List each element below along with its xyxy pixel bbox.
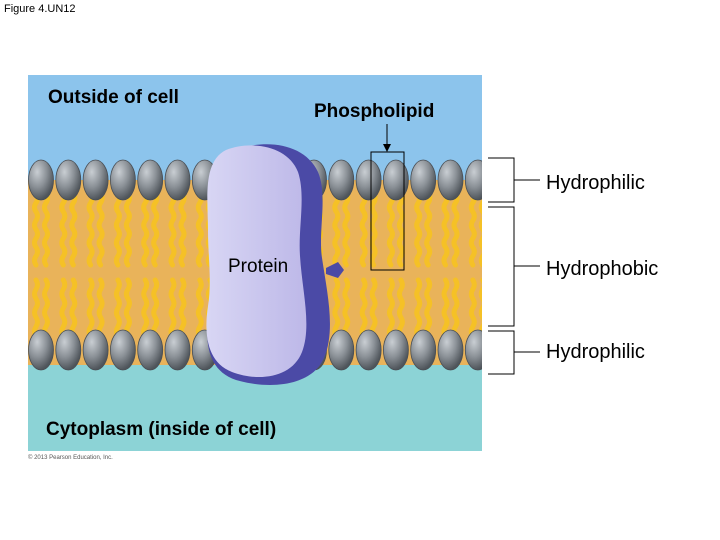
bracket-hydrophilic-top (488, 157, 540, 203)
tail-upper (96, 191, 105, 268)
tail-upper (168, 191, 177, 268)
tail-lower (342, 277, 351, 339)
phospholipid-arrow (383, 124, 391, 152)
tail-upper (359, 191, 368, 268)
hydrophilic-top-label: Hydrophilic (546, 172, 645, 194)
tail-lower (396, 277, 405, 339)
head-inner (355, 329, 382, 371)
copyright-notice: © 2013 Pearson Education, Inc. (28, 455, 113, 461)
phospholipid-label: Phospholipid (314, 101, 435, 122)
hydrophilic-bottom-label: Hydrophilic (546, 341, 645, 363)
tail-lower (86, 277, 95, 339)
head-inner (164, 329, 191, 371)
head-inner (137, 329, 164, 371)
tail-upper (59, 191, 68, 268)
head-outer (355, 159, 382, 201)
head-outer (28, 159, 54, 201)
head-inner (110, 329, 136, 371)
tail-upper (113, 191, 122, 268)
cytoplasm-label: Cytoplasm (inside of cell) (46, 419, 277, 440)
tail-upper (468, 191, 477, 268)
tail-upper (332, 191, 341, 268)
tail-lower (113, 277, 122, 339)
head-outer (110, 159, 136, 201)
tail-upper (424, 191, 433, 268)
tail-upper (69, 191, 78, 268)
figure-label: Figure 4.UN12 (4, 3, 76, 15)
head-outer (82, 159, 109, 201)
protein-body (206, 145, 307, 378)
tail-lower (441, 277, 450, 339)
head-inner (410, 329, 437, 371)
head-inner (55, 329, 82, 371)
tail-upper (386, 191, 395, 268)
tail-upper (86, 191, 95, 268)
head-outer (137, 159, 164, 201)
head-inner (328, 329, 355, 371)
tail-upper (396, 191, 405, 268)
tail-lower (178, 277, 187, 339)
head-outer (55, 159, 82, 201)
tail-lower (386, 277, 395, 339)
tail-upper (141, 191, 150, 268)
head-inner (437, 329, 464, 371)
protein-notch (326, 262, 344, 278)
tail-lower (332, 277, 341, 339)
tail-upper (369, 191, 378, 268)
tail-upper (478, 191, 482, 268)
tail-lower (151, 277, 160, 339)
phospholipid-highlight-box (370, 151, 405, 271)
tail-upper (42, 191, 50, 268)
bracket-hydrophilic-bottom (488, 330, 540, 375)
tail-lower (424, 277, 433, 339)
head-outer (328, 159, 355, 201)
head-outer (437, 159, 464, 201)
head-outer (164, 159, 191, 201)
membrane-panel (28, 75, 482, 451)
tail-lower (451, 277, 460, 339)
tail-lower (478, 277, 482, 339)
tail-upper (151, 191, 160, 268)
tail-lower (59, 277, 68, 339)
tail-lower (468, 277, 477, 339)
tail-lower (96, 277, 105, 339)
tail-upper (32, 191, 40, 268)
tail-upper (342, 191, 351, 268)
tail-lower (32, 277, 40, 339)
tail-lower (359, 277, 368, 339)
head-outer (464, 159, 482, 201)
head-outer (410, 159, 437, 201)
protein-label: Protein (228, 256, 289, 277)
tail-lower (69, 277, 78, 339)
outside-of-cell-label: Outside of cell (48, 87, 179, 108)
tail-upper (414, 191, 423, 268)
membrane-protein (206, 144, 344, 385)
tail-upper (451, 191, 460, 268)
tail-upper (195, 191, 204, 268)
tail-lower (141, 277, 150, 339)
head-outer (382, 159, 409, 201)
tail-lower (123, 277, 132, 339)
head-inner (28, 329, 54, 371)
tail-lower (414, 277, 423, 339)
head-inner (464, 329, 482, 371)
tail-lower (369, 277, 378, 339)
tail-lower (195, 277, 204, 339)
tail-upper (441, 191, 450, 268)
tail-lower (42, 277, 50, 339)
bracket-hydrophobic (488, 206, 540, 327)
tail-upper (178, 191, 187, 268)
tail-upper (123, 191, 132, 268)
tail-lower (168, 277, 177, 339)
head-inner (82, 329, 109, 371)
hydrophobic-label: Hydrophobic (546, 258, 659, 280)
layer-brackets (488, 157, 540, 375)
head-inner (382, 329, 409, 371)
